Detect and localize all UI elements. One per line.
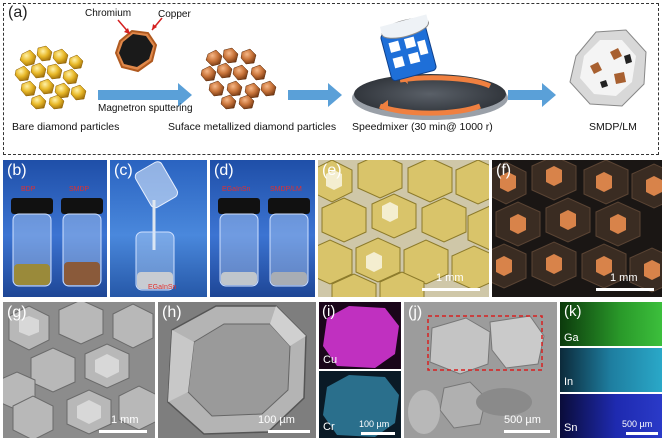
panel-g-label: (g) xyxy=(7,304,27,321)
scale-bar-h xyxy=(268,430,310,433)
panel-f-label: (f) xyxy=(496,162,512,179)
magnetron-sputtering-label: Magnetron sputtering xyxy=(98,103,193,114)
scale-bar-f xyxy=(596,288,654,291)
panel-h-label: (h) xyxy=(162,304,182,321)
arrow-to-sample xyxy=(508,83,556,107)
panel-d-photo: (d) EGaInSn SMDP/LM xyxy=(210,160,315,297)
panel-b-photo: (b) BDP SMDP xyxy=(3,160,107,297)
caption-metallized: Suface metallized diamond particles xyxy=(168,121,337,133)
panel-i-cr-map: Cr 100 µm xyxy=(319,371,401,438)
panel-e-label: (e) xyxy=(322,162,342,179)
scale-bar-k xyxy=(626,432,658,435)
sem-single-crystal-h xyxy=(167,305,307,435)
scale-text-f: 1 mm xyxy=(610,272,638,284)
scale-text-j: 500 µm xyxy=(504,414,541,426)
panel-b-label: (b) xyxy=(7,162,27,179)
panel-d-label: (d) xyxy=(214,162,234,179)
vials-b xyxy=(11,198,103,287)
panel-c-photo: (c) EGaInSn xyxy=(110,160,207,297)
scale-bar-g xyxy=(99,430,147,433)
panel-c-label: (c) xyxy=(114,162,133,179)
caption-bare-diamond: Bare diamond particles xyxy=(12,121,120,133)
metallized-particles-image xyxy=(200,47,277,110)
scale-text-g: 1 mm xyxy=(111,414,139,426)
caption-speedmixer: Speedmixer (30 min@ 1000 r) xyxy=(352,121,493,133)
cu-map-shape xyxy=(323,306,399,368)
map-label-ga: Ga xyxy=(564,332,579,344)
vial-label-bdp: BDP xyxy=(21,186,36,193)
speedmixer-illustration xyxy=(352,14,508,120)
scale-text-k: 500 µm xyxy=(622,419,653,429)
scale-text-i: 100 µm xyxy=(359,419,390,429)
sem-crystals-g xyxy=(3,302,155,438)
vial-label-smdp: SMDP xyxy=(69,186,90,193)
cr-map-shape xyxy=(323,375,399,437)
scale-bar-j xyxy=(504,430,550,433)
metallized-crystals-f xyxy=(492,160,662,293)
panel-k-in-map: In xyxy=(560,348,662,392)
panel-e-micrograph: (e) 1 mm xyxy=(318,160,489,297)
bare-diamond-particles-image xyxy=(14,45,87,110)
panel-h-sem: (h) 100 µm xyxy=(158,302,316,438)
vials-d xyxy=(218,198,310,287)
coated-particle-schematic xyxy=(114,29,158,73)
diamond-crystals-e xyxy=(318,160,489,297)
copper-label: Copper xyxy=(158,9,191,20)
panel-i-label: (i) xyxy=(322,303,336,320)
arrow-sputtering xyxy=(98,83,192,107)
map-label-in: In xyxy=(564,376,574,388)
panel-a xyxy=(3,3,659,155)
vial-label-egainsn-d: EGaInSn xyxy=(222,186,251,193)
panel-k-sn-map: Sn 500 µm xyxy=(560,394,662,438)
vial-label-egainsn-c: EGaInSn xyxy=(148,284,177,291)
layer-pointer-arrows xyxy=(117,17,163,35)
panel-j-sem: (j) 500 µm xyxy=(404,302,557,438)
smdp-lm-sample-image xyxy=(569,29,647,107)
map-label-cr: Cr xyxy=(323,421,335,433)
map-label-sn: Sn xyxy=(564,422,578,434)
panel-k-label: (k) xyxy=(564,303,582,320)
panel-g-sem: (g) 1 mm xyxy=(3,302,155,438)
scale-text-h: 100 µm xyxy=(258,414,295,426)
scale-bar-i xyxy=(361,432,395,435)
arrow-to-mixer xyxy=(288,83,342,107)
panel-j-label: (j) xyxy=(408,304,423,321)
panel-i-cu-map: (i) Cu xyxy=(319,302,401,369)
panel-f-micrograph: (f) 1 mm xyxy=(492,160,662,297)
caption-smdp-lm: SMDP/LM xyxy=(589,121,637,133)
panel-a-label: (a) xyxy=(8,4,28,21)
chromium-label: Chromium xyxy=(85,8,132,19)
scale-text-e: 1 mm xyxy=(436,272,464,284)
scale-bar-e xyxy=(422,288,480,291)
sem-composite-j xyxy=(404,302,557,438)
panel-k-ga-map: (k) Ga xyxy=(560,302,662,346)
map-label-cu: Cu xyxy=(323,354,338,366)
vial-label-smdp-lm: SMDP/LM xyxy=(270,186,302,193)
pouring-vial xyxy=(134,161,179,291)
